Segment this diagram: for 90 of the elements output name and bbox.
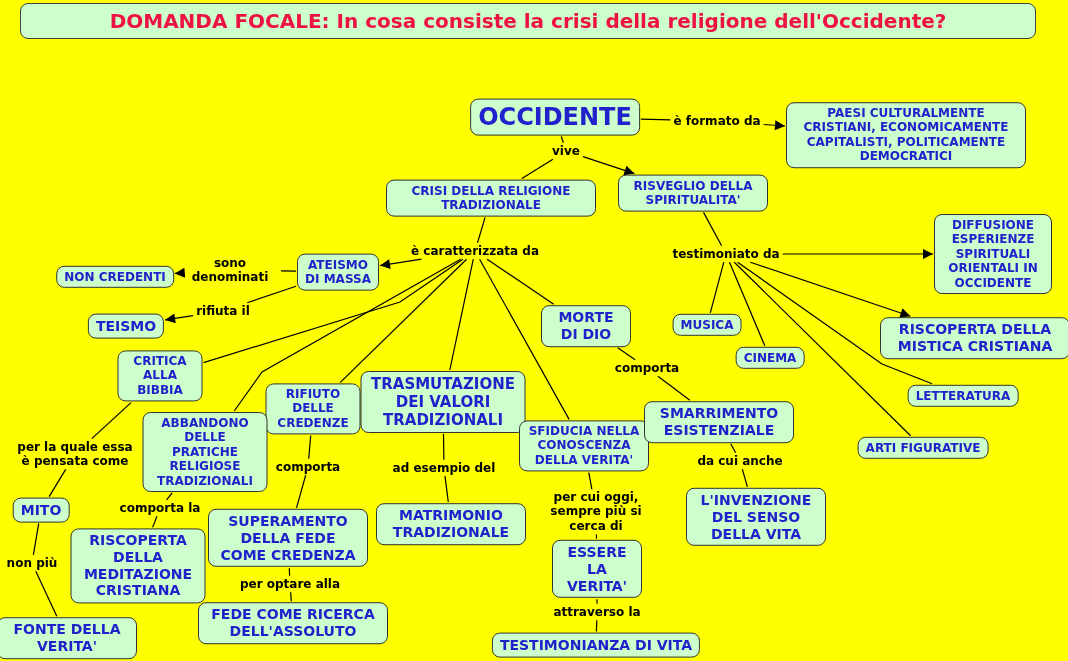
linking-phrase: non più xyxy=(4,555,60,571)
linking-phrase: testimoniato da xyxy=(670,246,782,262)
connector-line xyxy=(702,211,723,247)
concept-box: RISCOPERTA DELLA MISTICA CRISTIANA xyxy=(880,317,1068,359)
arrow xyxy=(763,120,786,131)
connector-line xyxy=(596,598,598,605)
concept-box: FONTE DELLA VERITA' xyxy=(0,617,137,659)
concept-box: OCCIDENTE xyxy=(470,98,640,136)
linking-phrase: comporta la xyxy=(117,500,203,516)
connector-line xyxy=(288,567,291,577)
connector-line xyxy=(449,258,474,371)
concept-box: ARTI FIGURATIVE xyxy=(857,436,989,460)
connector-line xyxy=(246,285,297,304)
connector-line xyxy=(48,468,67,498)
arrow xyxy=(782,249,934,259)
concept-box: SFIDUCIA NELLA CONOSCENZA DELLA VERITA' xyxy=(519,420,649,472)
concept-box: TRASMUTAZIONE DEI VALORI TRADIZIONALI xyxy=(360,371,526,433)
concept-box: L'INVENZIONE DEL SENSO DELLA VITA xyxy=(686,487,826,547)
connector-line xyxy=(444,475,449,503)
linking-phrase: è caratterizzata da xyxy=(409,243,541,259)
connector-line xyxy=(152,515,158,528)
linking-phrase: per la quale essa è pensata come xyxy=(12,439,138,469)
concept-box: RIFIUTO DELLE CREDENZE xyxy=(265,383,361,435)
connector-line xyxy=(588,472,593,490)
linking-phrase: è formato da xyxy=(671,113,763,129)
concept-box: TEISMO xyxy=(87,313,165,339)
connector-line xyxy=(339,258,468,383)
connector-line xyxy=(295,474,307,509)
connector-line xyxy=(32,522,40,556)
linking-phrase: per cui oggi, sempre più si cerca di xyxy=(546,490,646,534)
connector-line xyxy=(166,492,173,501)
concept-box: ABBANDONO DELLE PRATICHE RELIGIOSE TRADIZIONALI xyxy=(142,412,268,492)
connector-line xyxy=(202,258,464,364)
concept-box: LETTERATURA xyxy=(907,384,1019,408)
concept-box: SUPERAMENTO DELLA FEDE COME CREDENZA xyxy=(208,508,368,568)
connector-line xyxy=(233,258,462,412)
connector-line xyxy=(35,570,58,617)
connector-line xyxy=(617,347,636,361)
concept-box: DIFFUSIONE ESPERIENZE SPIRITUALI ORIENTALI IN OCCIDENTE xyxy=(934,214,1052,294)
focal-question-title: DOMANDA FOCALE: In cosa consiste la crisi della religione dell'Occidente? xyxy=(20,3,1036,39)
arrow xyxy=(749,261,911,318)
linking-phrase: attraverso la xyxy=(551,604,643,620)
connector-line xyxy=(476,216,486,244)
connector-line xyxy=(733,261,912,437)
concept-box: MUSICA xyxy=(672,313,742,337)
concept-box: TESTIMONIANZA DI VITA xyxy=(491,632,701,658)
linking-phrase: da cui anche xyxy=(695,453,785,469)
linking-phrase: rifiuta il xyxy=(194,303,252,319)
connector-line xyxy=(728,261,766,347)
connector-line xyxy=(280,270,297,272)
connector-line xyxy=(442,433,445,461)
concept-box: SMARRIMENTO ESISTENZIALE xyxy=(644,401,794,443)
concept-box: MORTE DI DIO xyxy=(541,305,631,347)
linking-phrase: ad esempio del xyxy=(390,460,498,476)
linking-phrase: sono denominati xyxy=(180,255,280,285)
concept-box: RISVEGLIO DELLA SPIRITUALITA' xyxy=(618,174,768,212)
concept-box: PAESI CULTURALMENTE CRISTIANI, ECONOMICAMENTE CAPITALISTI, POLITICAMENTE DEMOCRATICI xyxy=(786,102,1026,168)
concept-box: NON CREDENTI xyxy=(56,265,174,289)
linking-phrase: vive xyxy=(550,143,582,159)
connector-line xyxy=(737,261,933,385)
connector-line xyxy=(657,375,691,401)
concept-box: CRITICA ALLA BIBBIA xyxy=(117,350,203,402)
connector-line xyxy=(709,261,725,314)
connector-line xyxy=(290,591,292,602)
connector-line xyxy=(91,402,132,440)
linking-phrase: per optare alla xyxy=(237,576,343,592)
connector-line xyxy=(595,619,598,633)
connector-line xyxy=(486,258,555,305)
connector-line xyxy=(479,258,570,420)
arrow xyxy=(164,313,194,324)
connector-line xyxy=(730,443,737,454)
concept-box: FEDE COME RICERCA DELL'ASSOLUTO xyxy=(198,602,388,644)
concept-box: ATEISMO DI MASSA xyxy=(297,253,379,291)
linking-phrase: comporta xyxy=(273,459,343,475)
arrow xyxy=(379,258,423,269)
connector-line xyxy=(741,468,748,488)
connector-line xyxy=(560,135,564,144)
connector-line xyxy=(521,158,554,180)
concept-box: MATRIMONIO TRADIZIONALE xyxy=(376,503,526,545)
linking-phrase: comporta xyxy=(612,360,682,376)
connector-line xyxy=(640,118,671,121)
concept-box: ESSERE LA VERITA' xyxy=(552,539,642,599)
concept-box: RISCOPERTA DELLA MEDITAZIONE CRISTIANA xyxy=(70,528,206,604)
connector-line xyxy=(595,534,598,540)
concept-box: MITO xyxy=(12,497,70,523)
concept-box: CRISI DELLA RELIGIONE TRADIZIONALE xyxy=(386,179,596,217)
connector-line xyxy=(308,435,312,460)
concept-box: CINEMA xyxy=(735,346,805,370)
arrow xyxy=(582,156,635,176)
arrow xyxy=(174,267,186,278)
